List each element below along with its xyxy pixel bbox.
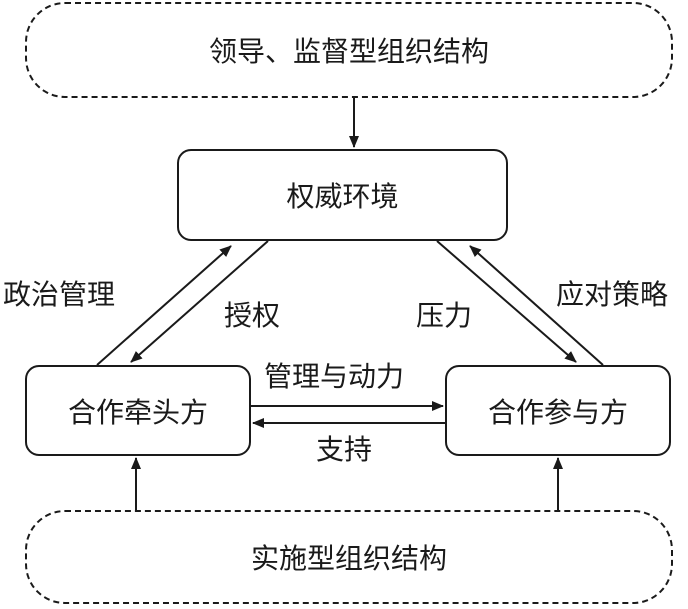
- top-structure-box: 领导、监督型组织结构: [25, 2, 673, 98]
- top-structure-label: 领导、监督型组织结构: [208, 35, 489, 68]
- authority-environment-label: 权威环境: [286, 180, 399, 213]
- arrow-authority-to-participant: [436, 240, 577, 363]
- strategy-label: 应对策略: [556, 278, 669, 311]
- arrow-participant-to-authority: [469, 245, 604, 366]
- authorize-label: 授权: [224, 299, 281, 332]
- support-label: 支持: [316, 433, 373, 466]
- pressure-label: 压力: [416, 299, 473, 332]
- bottom-structure-box: 实施型组织结构: [25, 510, 673, 604]
- participant-label: 合作参与方: [487, 395, 628, 429]
- lead-party-label: 合作牵头方: [67, 395, 208, 429]
- authority-environment-box: 权威环境: [177, 149, 508, 241]
- arrow-lead-to-authority: [96, 245, 232, 366]
- participant-box: 合作参与方: [445, 365, 671, 456]
- management-power-label: 管理与动力: [264, 360, 405, 393]
- arrow-authority-to-lead: [130, 240, 269, 363]
- political-management-label: 政治管理: [3, 278, 116, 311]
- lead-party-box: 合作牵头方: [25, 365, 251, 456]
- bottom-structure-label: 实施型组织结构: [250, 542, 447, 575]
